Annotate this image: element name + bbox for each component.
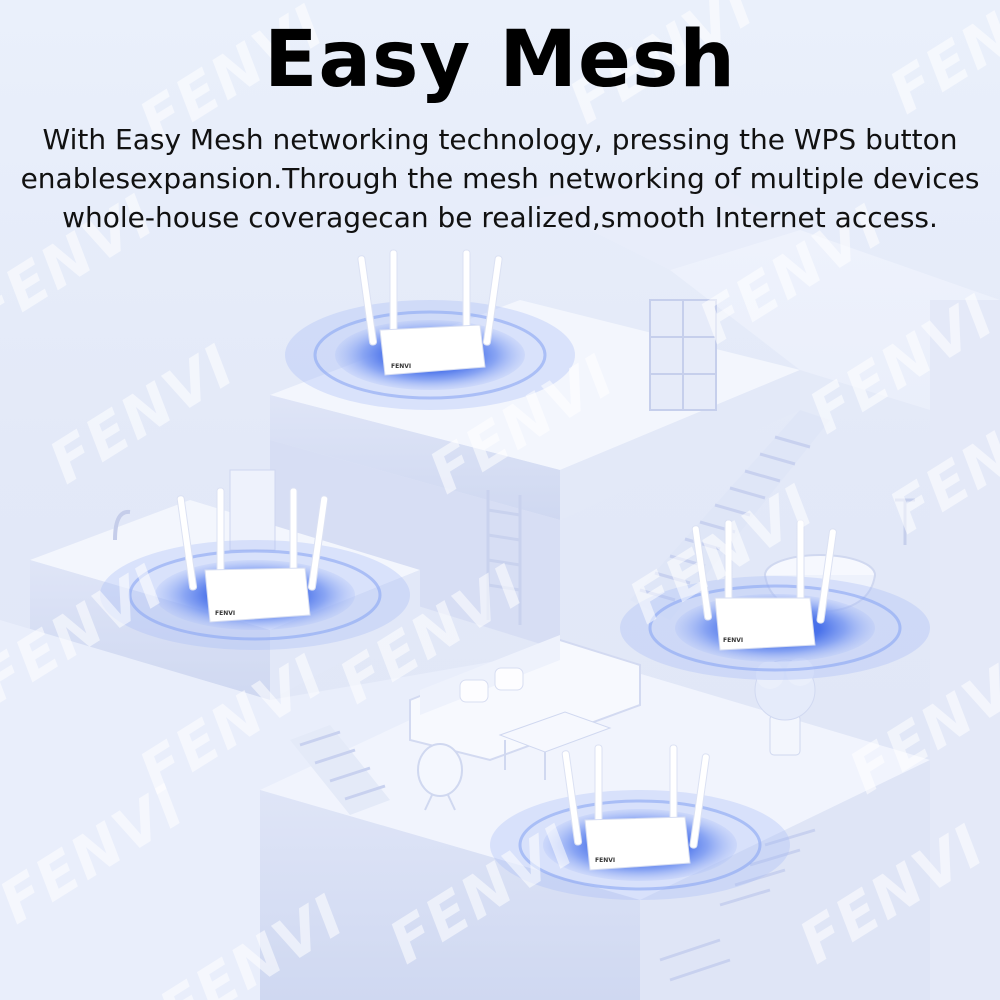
router-right-icon: FENVI bbox=[691, 519, 837, 651]
lower-stairs-icon bbox=[659, 828, 816, 982]
description-line: enablesexpansion.Through the mesh networ… bbox=[20, 162, 980, 195]
router-top-icon: FENVI bbox=[357, 249, 503, 376]
svg-text:FENVI: FENVI bbox=[215, 610, 235, 617]
svg-text:FENVI: FENVI bbox=[595, 857, 615, 864]
router-left-icon: FENVI bbox=[176, 487, 329, 623]
shower-icon bbox=[895, 498, 915, 545]
coffee-table-icon bbox=[498, 711, 612, 780]
fridge bbox=[229, 469, 276, 551]
staircase-icon bbox=[630, 410, 830, 620]
tall-pillar bbox=[930, 300, 1000, 1000]
sofa-icon bbox=[409, 635, 641, 762]
top-floor-side bbox=[560, 370, 800, 520]
chair-icon bbox=[417, 743, 463, 811]
kitchen-side bbox=[270, 570, 420, 700]
svg-text:FENVI: FENVI bbox=[723, 637, 743, 644]
plant-icon bbox=[754, 658, 816, 756]
faucet-icon bbox=[113, 509, 131, 541]
small-stairs-icon bbox=[290, 725, 390, 815]
back-wall-upper bbox=[530, 170, 800, 270]
bottom-side-wall bbox=[640, 760, 930, 1000]
bottom-front-wall bbox=[260, 790, 640, 1000]
top-floor-front bbox=[270, 395, 560, 520]
svg-text:FENVI: FENVI bbox=[391, 363, 411, 370]
bookshelf-icon bbox=[649, 299, 717, 411]
ladder-icon bbox=[486, 490, 522, 625]
kitchen-counter bbox=[30, 560, 270, 700]
router-bottom-icon: FENVI bbox=[561, 744, 710, 871]
feature-description: With Easy Mesh networking technology, pr… bbox=[10, 120, 990, 237]
description-line: With Easy Mesh networking technology, pr… bbox=[42, 123, 958, 156]
page-title: Easy Mesh bbox=[264, 15, 736, 105]
description-line: whole-house coveragecan be realized,smoo… bbox=[62, 201, 938, 234]
